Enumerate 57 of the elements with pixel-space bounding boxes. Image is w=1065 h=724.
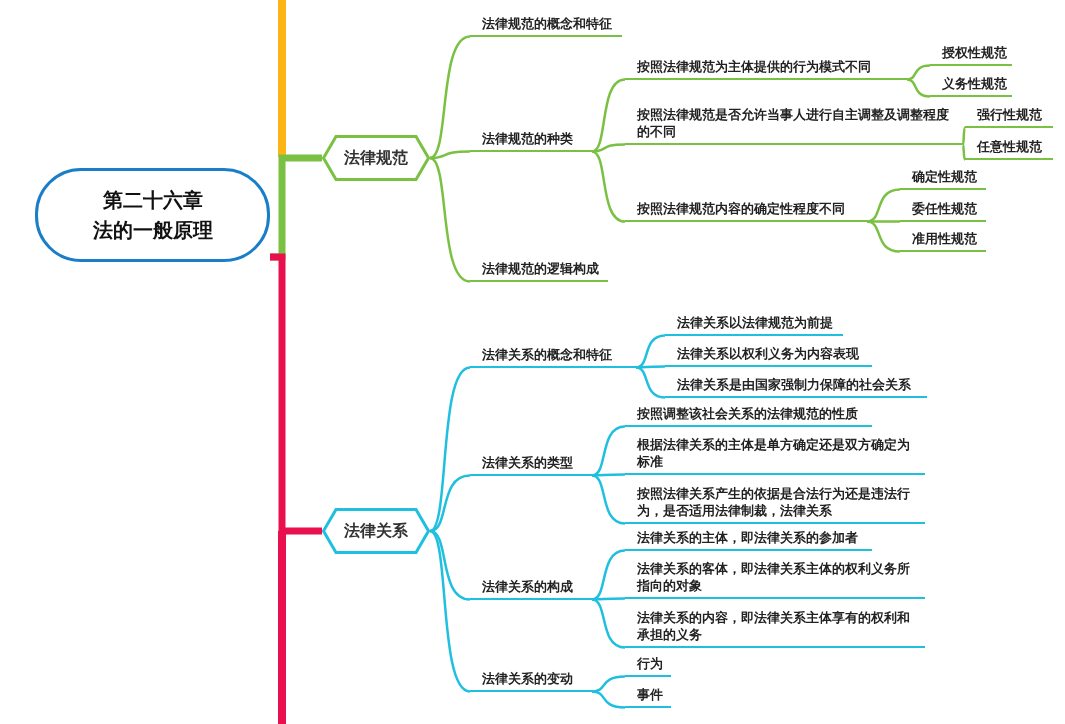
- connector: [270, 253, 322, 535]
- topic-label: 法律关系的概念和特征: [470, 346, 636, 368]
- connector: [592, 597, 625, 601]
- topic-label: 准用性规范: [900, 230, 986, 252]
- topic-label: 义务性规范: [930, 75, 1012, 97]
- connector: [429, 156, 471, 283]
- connector: [591, 150, 626, 223]
- topic-label: 法律规范的种类: [470, 130, 592, 152]
- connector: [591, 78, 626, 153]
- topic-label: 法律规范的概念和特征: [470, 15, 622, 37]
- connector: [866, 220, 901, 253]
- topic-label: 法律关系的内容，即法律关系主体享有的权利和承担的义务: [625, 608, 925, 648]
- title-text: 法的一般原理: [92, 217, 213, 244]
- topic-label: 根据法律关系的主体是单方确定还是双方确定为标准: [625, 435, 925, 475]
- connector: [906, 78, 931, 98]
- topic-label: 法律规范的逻辑构成: [470, 260, 608, 282]
- topic-label: 按照调整该社会关系的法律规范的性质: [625, 405, 872, 427]
- connector: [961, 127, 967, 145]
- topic-label: 法律关系的主体，即法律关系的参加者: [625, 529, 872, 551]
- connector: [591, 474, 626, 525]
- topic-label: 法律关系的客体，即法律关系主体的权利义务所指向的对象: [625, 559, 925, 599]
- connector: [591, 690, 626, 709]
- topic-label: 按照法律规范是否允许当事人进行自主调整及调整程度的不同: [625, 105, 963, 145]
- topic-label: 委任性规范: [900, 200, 986, 222]
- rounded-box: [35, 168, 270, 262]
- title-text: 第二十六章: [102, 187, 203, 214]
- topic-label: 授权性规范: [930, 44, 1012, 66]
- connector: [429, 474, 471, 533]
- topic-label: 确定性规范: [900, 168, 986, 190]
- topic-label: 行为: [625, 655, 671, 677]
- connector: [429, 366, 471, 532]
- topic-label: 法律关系的变动: [470, 670, 592, 692]
- connector: [591, 675, 626, 693]
- topic-label: 任意性规范: [965, 138, 1053, 160]
- connector: [429, 529, 471, 601]
- connector: [906, 64, 931, 81]
- topic-label: 法律关系的类型: [470, 454, 592, 476]
- connector: [592, 473, 625, 477]
- connector: [636, 365, 665, 369]
- topic-label: 法律关系是由国家强制力保障的社会关系: [665, 376, 927, 398]
- topic-label: 法律关系以法律规范为前提: [665, 314, 843, 336]
- topic-label: 事件: [625, 686, 671, 708]
- connector: [635, 366, 666, 399]
- topic-label: 法律关系以权利义务为内容表现: [665, 345, 872, 367]
- topic-label: 强行性规范: [965, 106, 1053, 128]
- hexagon-node: 法律关系: [322, 508, 430, 554]
- topic-label: 按照法律规范内容的确定性程度不同: [625, 200, 867, 222]
- connector: [429, 530, 471, 693]
- topic-label: 按照法律规范为主体提供的行为模式不同: [625, 58, 907, 80]
- topic-label: 按照法律关系产生的依据是合法行为还是违法行为，是否适用法律制裁，法律关系: [625, 484, 925, 524]
- connector: [867, 220, 900, 223]
- hexagon-node: 法律规范: [322, 135, 430, 181]
- connector: [429, 35, 471, 160]
- connector: [591, 598, 626, 649]
- connector: [591, 143, 626, 153]
- connector: [961, 144, 967, 160]
- topic-label: 法律关系的构成: [470, 578, 592, 600]
